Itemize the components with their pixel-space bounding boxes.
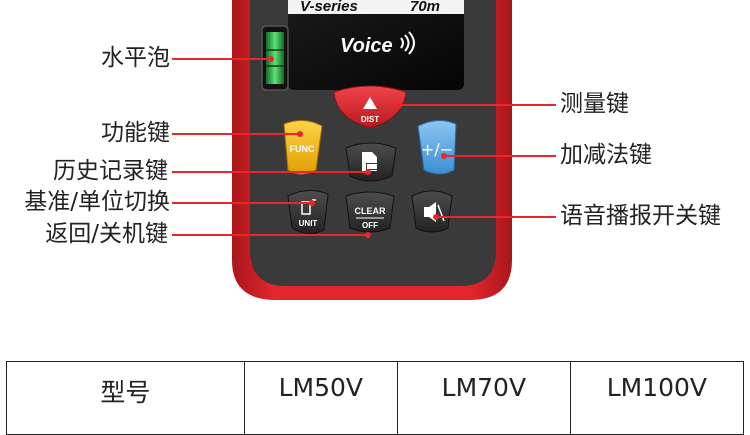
leader-dot <box>309 200 315 206</box>
label-voice-switch-key: 语音播报开关键 <box>560 203 721 229</box>
document-icon <box>362 152 378 171</box>
leader-function <box>172 133 300 135</box>
label-history-key: 历史记录键 <box>53 158 168 184</box>
leader-voice-switch <box>435 216 556 218</box>
func-button[interactable]: FUNC <box>283 120 323 175</box>
add-subtract-button[interactable]: +∕− <box>417 120 457 175</box>
voice-wave-icon <box>400 31 415 55</box>
leader-back-power <box>172 234 368 236</box>
label-add-subtract-key: 加减法键 <box>560 142 652 168</box>
range-text: 70m <box>410 0 440 15</box>
series-text: V-series <box>300 0 358 15</box>
unit-button[interactable]: UNIT <box>287 190 329 234</box>
label-back-power: 返回/关机键 <box>45 221 168 247</box>
table-row: 型号 LM50V LM70V LM100V <box>6 361 745 435</box>
header-model: 型号 <box>6 361 245 435</box>
leader-reference <box>172 202 312 204</box>
leader-dot <box>441 153 447 159</box>
clear-label: CLEAR <box>355 206 386 216</box>
header-lm50v: LM50V <box>243 361 398 435</box>
leader-dot <box>268 56 274 62</box>
screen-top-band <box>288 0 464 14</box>
laser-warning-icon <box>363 97 377 109</box>
off-label: OFF <box>362 221 378 230</box>
leader-bubble-level <box>172 58 272 60</box>
leader-add-subtract <box>443 155 556 157</box>
dist-label: DIST <box>361 115 379 124</box>
label-function-key: 功能键 <box>101 120 170 146</box>
voice-toggle-button[interactable] <box>411 190 453 233</box>
spec-table: 型号 LM50V LM70V LM100V <box>6 361 745 435</box>
unit-label: UNIT <box>299 219 318 228</box>
clear-off-button[interactable]: CLEAR OFF <box>345 191 395 233</box>
bubble-level-vial <box>266 32 284 84</box>
func-label: FUNC <box>290 144 315 154</box>
leader-dot <box>297 131 303 137</box>
history-button[interactable] <box>345 142 397 182</box>
leader-dot <box>365 232 371 238</box>
header-lm70v: LM70V <box>396 361 571 435</box>
label-measure-key: 测量键 <box>560 91 629 117</box>
voice-logo: Voice <box>340 35 393 57</box>
leader-dot <box>433 214 439 220</box>
display-screen <box>288 0 464 90</box>
header-lm100v: LM100V <box>569 361 745 435</box>
leader-dot <box>365 169 371 175</box>
leader-history <box>172 171 368 173</box>
label-bubble-level: 水平泡 <box>101 45 170 71</box>
leader-measure <box>398 104 556 106</box>
dist-button[interactable]: DIST <box>333 85 407 129</box>
leader-dot <box>396 102 402 108</box>
label-reference-unit: 基准/单位切换 <box>24 189 170 215</box>
